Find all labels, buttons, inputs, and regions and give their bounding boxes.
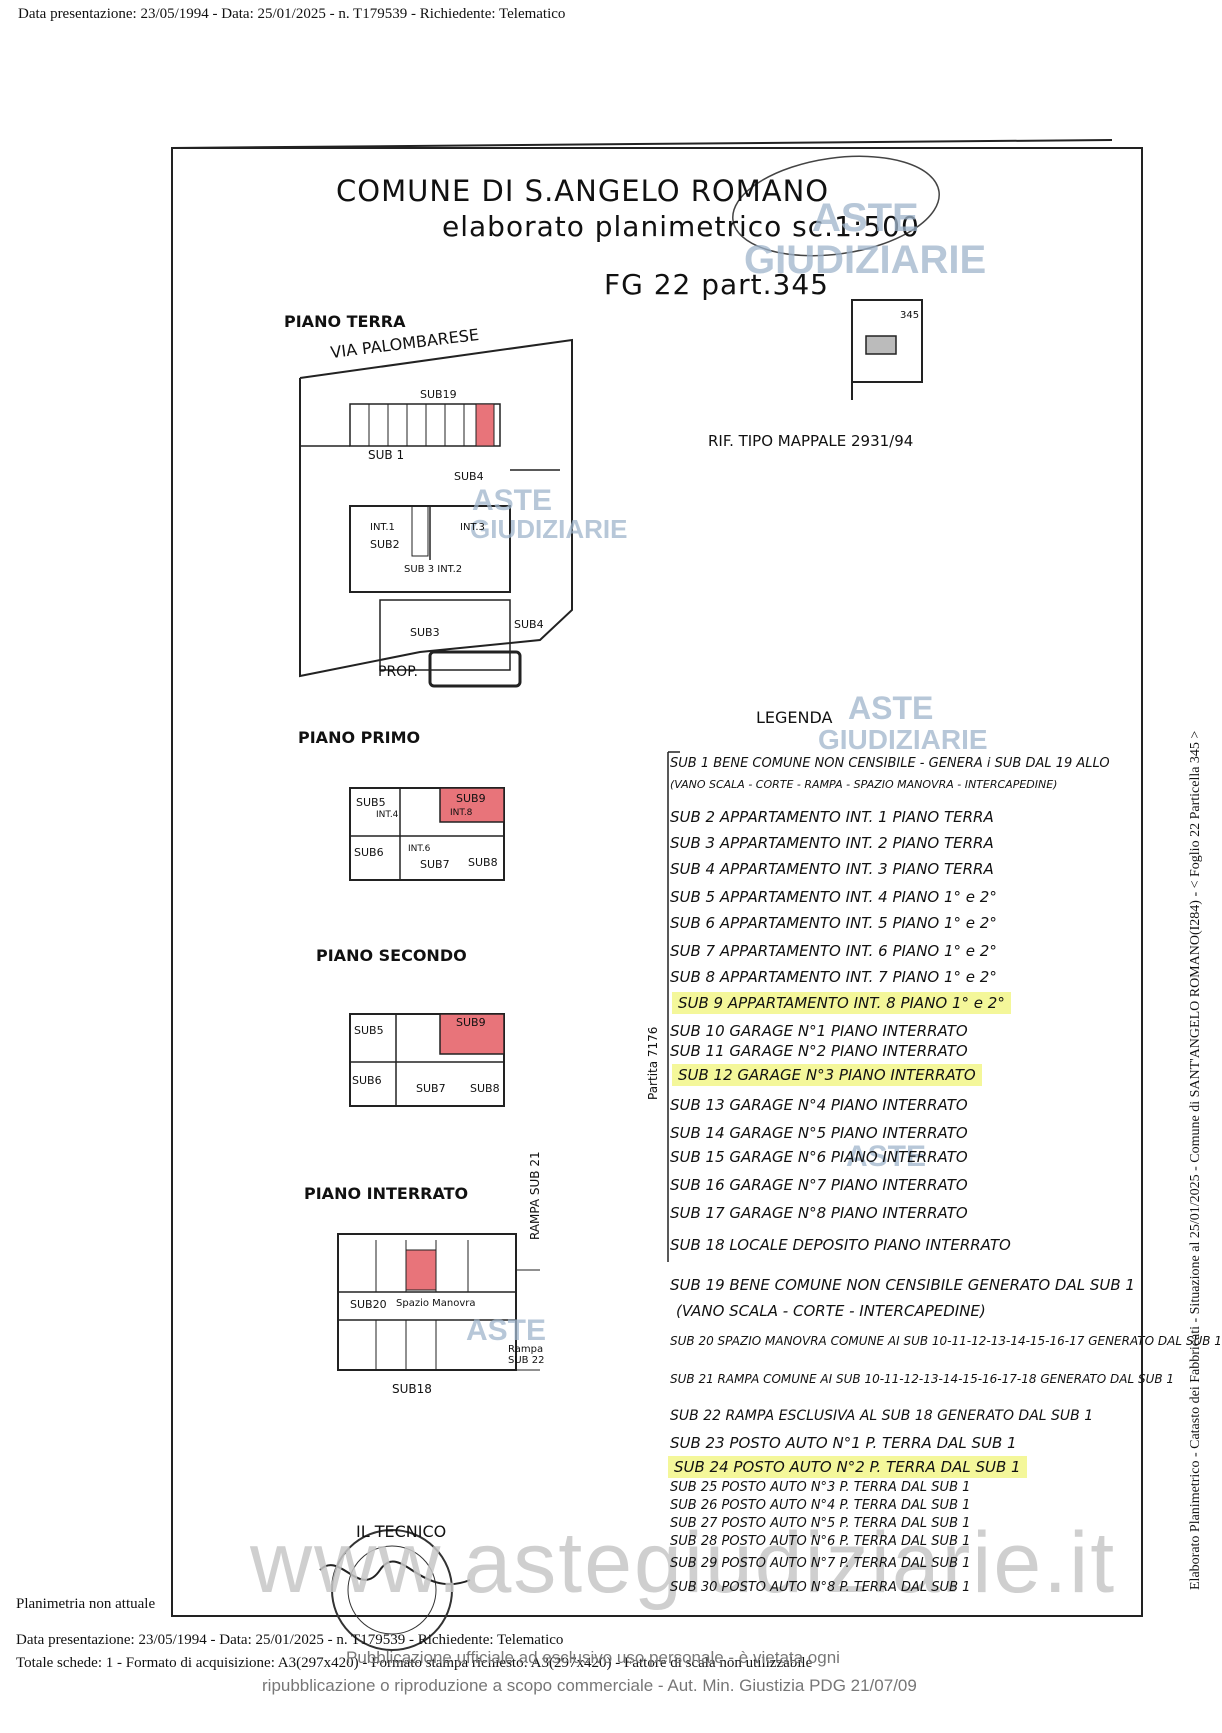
footer-disclaimer-1: Pubblicazione ufficiale ad esclusivo uso… (346, 1648, 840, 1667)
plan-label-int6: INT.6 (408, 844, 431, 854)
plan-label-sub5-second: SUB5 (354, 1024, 384, 1037)
footer-line2: Totale schede: 1 - Formato di acquisizio… (16, 1655, 813, 1671)
legend-partita: Partita 7176 (646, 1026, 660, 1100)
title-foglio: FG 22 part.345 (604, 268, 829, 301)
plan-label-sub9: SUB9 (456, 792, 486, 805)
legend-row: SUB 25 POSTO AUTO N°3 P. TERRA DAL SUB 1 (670, 1480, 971, 1495)
legend-row: SUB 1 BENE COMUNE NON CENSIBILE - GENERA… (670, 756, 1110, 771)
plan-label-sub9-second: SUB9 (456, 1016, 486, 1029)
legend-row: SUB 23 POSTO AUTO N°1 P. TERRA DAL SUB 1 (670, 1434, 1017, 1452)
plan-label-int3: INT.3 (460, 522, 485, 533)
watermark-giudiziarie: GIUDIZIARIE (744, 238, 987, 282)
side-caption: Elaborato Planimetrico - Catasto dei Fab… (1188, 730, 1203, 1590)
title-comune: COMUNE DI S.ANGELO ROMANO (336, 174, 830, 208)
legend-row: (VANO SCALA - CORTE - INTERCAPEDINE) (676, 1302, 986, 1320)
legend-row: SUB 11 GARAGE N°2 PIANO INTERRATO (670, 1042, 968, 1060)
label-piano-terra: PIANO TERRA (284, 312, 406, 331)
legend-row: SUB 3 APPARTAMENTO INT. 2 PIANO TERRA (670, 834, 994, 852)
legend-row: SUB 2 APPARTAMENTO INT. 1 PIANO TERRA (670, 808, 994, 826)
legend-row: SUB 20 SPAZIO MANOVRA COMUNE AI SUB 10-1… (670, 1334, 1222, 1348)
plan-label-sub7-second: SUB7 (416, 1082, 446, 1095)
watermark-aste-4: ASTE (466, 1314, 547, 1347)
watermark-aste-3: ASTE (848, 690, 934, 726)
legend-row: SUB 5 APPARTAMENTO INT. 4 PIANO 1° e 2° (670, 888, 997, 906)
legend-row: SUB 21 RAMPA COMUNE AI SUB 10-11-12-13-1… (670, 1372, 1175, 1386)
legend-row: SUB 6 APPARTAMENTO INT. 5 PIANO 1° e 2° (670, 914, 997, 932)
legend-row: SUB 15 GARAGE N°6 PIANO INTERRATO (670, 1148, 968, 1166)
label-piano-secondo: PIANO SECONDO (316, 946, 467, 965)
plan-label-sub3-int2: SUB 3 INT.2 (404, 564, 463, 575)
plan-label-int1: INT.1 (370, 522, 395, 533)
plan-label-sub7: SUB7 (420, 858, 450, 871)
plan-label-sub20: SUB20 (350, 1298, 387, 1311)
watermark-giudiziarie-3: GIUDIZIARIE (818, 724, 988, 755)
stamp-label: IL TECNICO (356, 1522, 447, 1541)
legend-row-highlighted: SUB 12 GARAGE N°3 PIANO INTERRATO (672, 1064, 982, 1086)
plan-label-sub8-second: SUB8 (470, 1082, 500, 1095)
legend-row: SUB 17 GARAGE N°8 PIANO INTERRATO (670, 1204, 968, 1222)
header-text: Data presentazione: 23/05/1994 - Data: 2… (18, 6, 566, 22)
legend-row: SUB 28 POSTO AUTO N°6 P. TERRA DAL SUB 1 (670, 1534, 971, 1549)
legend-row: SUB 13 GARAGE N°4 PIANO INTERRATO (670, 1096, 968, 1114)
plan-label-rampa-sub22: Rampa SUB 22 (508, 1344, 545, 1366)
label-map-number: 345 (900, 310, 920, 321)
plan-label-sub6-second: SUB6 (352, 1074, 382, 1087)
legend-row: SUB 29 POSTO AUTO N°7 P. TERRA DAL SUB 1 (670, 1556, 971, 1571)
legend-row: SUB 19 BENE COMUNE NON CENSIBILE GENERAT… (670, 1276, 1135, 1294)
footer-line1: Data presentazione: 23/05/1994 - Data: 2… (16, 1632, 564, 1648)
plan-label-int8: INT.8 (450, 808, 473, 818)
legend-row-highlighted: SUB 9 APPARTAMENTO INT. 8 PIANO 1° e 2° (672, 992, 1011, 1014)
legend-row: SUB 18 LOCALE DEPOSITO PIANO INTERRATO (670, 1236, 1011, 1254)
label-rif-tipo: RIF. TIPO MAPPALE 2931/94 (708, 432, 914, 450)
label-prop: PROP. (378, 664, 418, 680)
legend-row: SUB 27 POSTO AUTO N°5 P. TERRA DAL SUB 1 (670, 1516, 971, 1531)
legend-row: (VANO SCALA - CORTE - RAMPA - SPAZIO MAN… (670, 778, 1058, 791)
plan-label-sub2: SUB2 (370, 538, 400, 551)
plan-label-sub8: SUB8 (468, 856, 498, 869)
plan-label-sub1: SUB 1 (368, 448, 405, 462)
watermark-aste-2: ASTE (472, 484, 553, 517)
legend-row: SUB 4 APPARTAMENTO INT. 3 PIANO TERRA (670, 860, 994, 878)
label-rampa: RAMPA SUB 21 (528, 1151, 542, 1240)
plan-label-sub5: SUB5 (356, 796, 386, 809)
plan-label-sub6: SUB6 (354, 846, 384, 859)
legend-title: LEGENDA (756, 708, 833, 727)
legend-row: SUB 30 POSTO AUTO N°8 P. TERRA DAL SUB 1 (670, 1580, 971, 1595)
legend-row: SUB 26 POSTO AUTO N°4 P. TERRA DAL SUB 1 (670, 1498, 971, 1513)
legend-row: SUB 16 GARAGE N°7 PIANO INTERRATO (670, 1176, 968, 1194)
legend-row: SUB 8 APPARTAMENTO INT. 7 PIANO 1° e 2° (670, 968, 997, 986)
watermark-site: www.astegiudiziarie.it (250, 1515, 1117, 1611)
legend-row: SUB 7 APPARTAMENTO INT. 6 PIANO 1° e 2° (670, 942, 997, 960)
plan-label-sub19: SUB19 (420, 388, 457, 401)
label-piano-interrato: PIANO INTERRATO (304, 1184, 469, 1203)
title-elaborato: elaborato planimetrico sc.1:500 (442, 210, 920, 243)
watermark-aste-5: ASTE (846, 1140, 927, 1173)
plan-label-sub4b: SUB4 (514, 618, 544, 631)
watermark-giudiziarie-2: GIUDIZIARIE (470, 514, 628, 544)
legend-row: SUB 10 GARAGE N°1 PIANO INTERRATO (670, 1022, 968, 1040)
plan-label-spazio-manovra: Spazio Manovra (396, 1298, 476, 1309)
watermark-aste: ASTE (812, 196, 919, 240)
legend-row: SUB 22 RAMPA ESCLUSIVA AL SUB 18 GENERAT… (670, 1408, 1094, 1424)
legend-row: SUB 14 GARAGE N°5 PIANO INTERRATO (670, 1124, 968, 1142)
plan-label-sub18: SUB18 (392, 1382, 432, 1396)
label-piano-primo: PIANO PRIMO (298, 728, 421, 747)
footer-disclaimer-2: ripubblicazione o riproduzione a scopo c… (262, 1676, 917, 1695)
plan-label-int4: INT.4 (376, 810, 399, 820)
legend-row-highlighted: SUB 24 POSTO AUTO N°2 P. TERRA DAL SUB 1 (668, 1456, 1027, 1478)
footer-note: Planimetria non attuale (16, 1596, 156, 1612)
plan-label-sub3: SUB3 (410, 626, 440, 639)
plan-label-sub4: SUB4 (454, 470, 484, 483)
